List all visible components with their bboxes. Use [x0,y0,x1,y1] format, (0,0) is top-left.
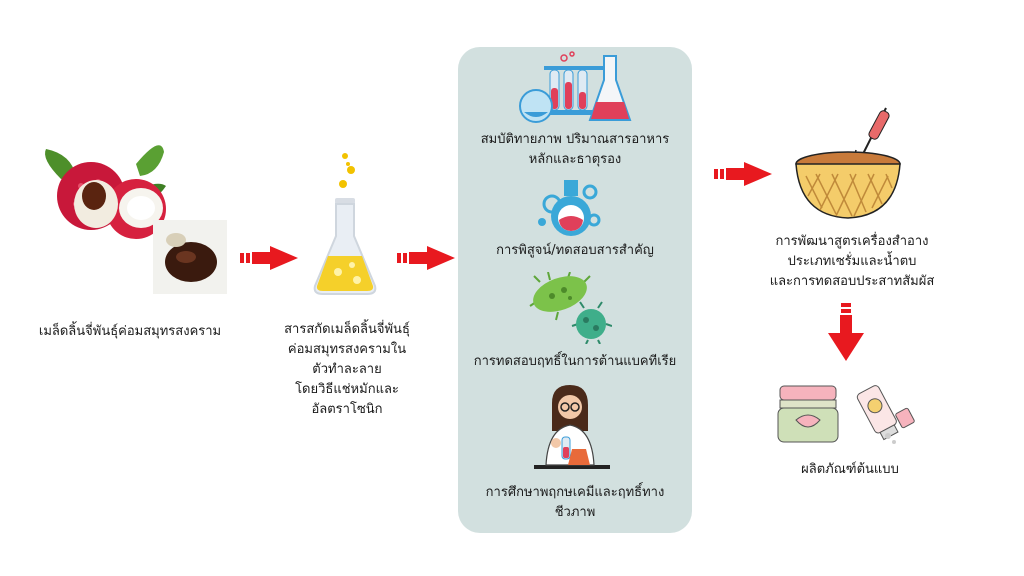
stage4-line: การพัฒนาสูตรเครื่องสำอาง [775,234,929,249]
stage2-line: สารสกัดเมล็ดลิ้นจี่พันธุ์ [284,322,410,337]
stage4-line: และการทดสอบประสาทสัมผัส [769,274,935,289]
stage2-line: โดยวิธีแช่หมักและ [295,382,399,397]
arrow-right-icon [714,162,772,186]
stage2-line: อัลตราโซนิก [311,402,383,417]
analysis-step-line: ชีวภาพ [554,505,596,520]
stage5-label: ผลิตภัณฑ์ต้นแบบ [801,462,899,477]
stage2-line: ค่อมสมุทรสงครามใน [287,342,407,357]
stage4-label: การพัฒนาสูตรเครื่องสำอาง ประเภทเซรั่มและ… [742,232,962,292]
cosmetic-products-icon [777,385,915,444]
analysis-step-line: สมบัติทายภาพ ปริมาณสารอาหาร [480,132,670,147]
chemistry-flask-icon [538,180,601,236]
mixing-bowl-icon [795,107,901,219]
stage1-label: เมล็ดลิ้นจี่พันธุ์ค่อมสมุทรสงคราม [38,324,222,339]
arrow-right-icon [397,246,455,270]
scientist-icon [534,385,610,469]
bacteria-icon [529,272,612,344]
analysis-step-line: การศึกษาพฤกษเคมีและฤทธิ์ทาง [485,485,665,500]
analysis-step-line: การพิสูจน์/ทดสอบสารสำคัญ [496,243,654,258]
stage4-line: ประเภทเซรั่มและน้ำตบ [787,254,917,269]
analysis-step-4: การศึกษาพฤกษเคมีและฤทธิ์ทาง ชีวภาพ [462,483,688,523]
flask-icon [313,153,377,295]
analysis-step-line: การทดสอบฤทธิ์ในการต้านแบคทีเรีย [473,354,677,369]
analysis-step-2: การพิสูจน์/ทดสอบสารสำคัญ [462,241,688,261]
arrow-down-icon [828,303,864,361]
lychee-seed-icon [45,145,227,294]
analysis-step-3: การทดสอบฤทธิ์ในการต้านแบคทีเรีย [462,352,688,372]
stage2-label: สารสกัดเมล็ดลิ้นจี่พันธุ์ ค่อมสมุทรสงครา… [262,320,432,420]
arrow-right-icon [240,246,298,270]
analysis-step-1: สมบัติทายภาพ ปริมาณสารอาหาร หลักและธาตุร… [462,130,688,170]
lab-glassware-icon [519,51,632,123]
analysis-step-line: หลักและธาตุรอง [528,152,622,167]
stage2-line: ตัวทำละลาย [312,362,382,377]
